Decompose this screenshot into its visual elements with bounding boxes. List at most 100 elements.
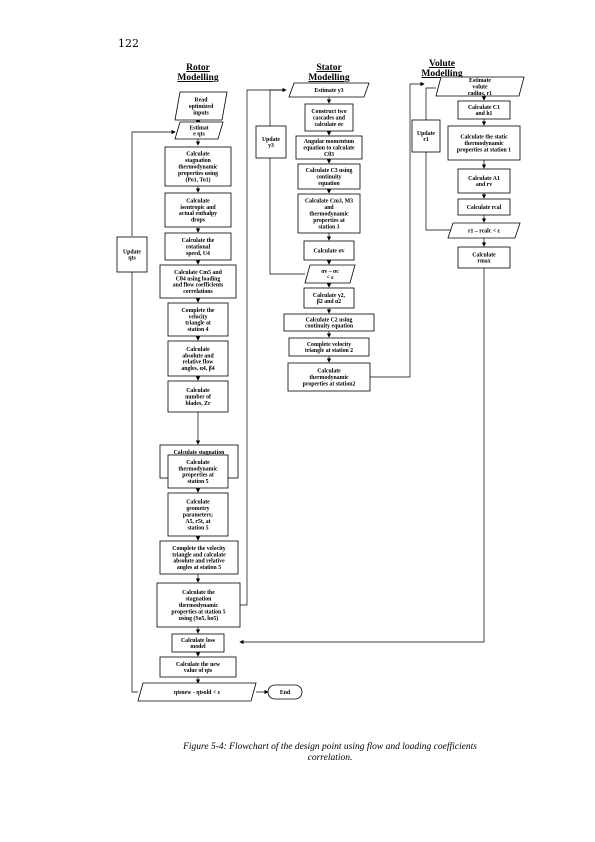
node-volute-a1-text: and rv bbox=[476, 182, 492, 188]
node-volute-update-text: Update bbox=[417, 131, 435, 137]
node-rotor-cm5-text: Calculate Cm5 and bbox=[174, 270, 222, 276]
node-rotor-geometry-text: geometry bbox=[186, 506, 209, 512]
node-stator-sigma-text: Calculate σv bbox=[313, 249, 344, 255]
node-rotor-isentropic-text: drops bbox=[191, 218, 206, 224]
node-rotor-stagnation-1-text: thermodynamic bbox=[178, 165, 218, 171]
node-stator-y2: Calculate y2,β2 and α2 bbox=[303, 287, 355, 309]
node-rotor-angles-4-text: relative flow bbox=[183, 360, 214, 366]
node-rotor-rotational-shape bbox=[164, 232, 232, 261]
node-rotor-new-eta-shape bbox=[159, 656, 237, 678]
node-rotor-isentropic-shape bbox=[164, 192, 232, 228]
caption-line-1: Figure 5-4: Flowchart of the design poin… bbox=[183, 742, 477, 752]
node-stator-thermo-2-text: properties at station2 bbox=[303, 381, 356, 387]
node-rotor-blades-text: blades, Zr bbox=[185, 401, 211, 407]
node-rotor-blades-text: Calculate bbox=[186, 388, 210, 394]
node-volute-update-shape bbox=[411, 119, 441, 153]
node-stator-angular-text: Cθ3 bbox=[324, 152, 334, 158]
node-volute-rmax-text: Calculate bbox=[472, 252, 496, 258]
node-rotor-stagnation-5-text: stagnation bbox=[186, 597, 213, 603]
node-volute-rcal-text: Calculate rcal bbox=[467, 205, 502, 211]
node-volute-update-text: r1 bbox=[423, 137, 429, 143]
node-stator-check-text: < ε bbox=[326, 275, 334, 281]
node-volute-c1-text: Calculate C1 bbox=[468, 105, 500, 111]
node-volute-rmax-shape bbox=[457, 246, 511, 269]
node-rotor-stagnation-5-text: Calculate the bbox=[182, 590, 215, 596]
node-stator-cm3-text: thermodynamic bbox=[309, 212, 349, 218]
node-stator-cascades-text: Construct two bbox=[311, 109, 346, 115]
node-rotor-angles-4-shape bbox=[167, 340, 229, 377]
node-volute-static-1-text: Calculate the static bbox=[460, 135, 508, 141]
node-rotor-end-shape bbox=[267, 684, 303, 700]
node-rotor-cm5-shape bbox=[159, 264, 237, 299]
node-volute-check-shape bbox=[447, 222, 521, 239]
node-rotor-geometry-text: Calculate bbox=[186, 500, 210, 506]
heading-stator-2: Modelling bbox=[308, 73, 349, 83]
page-number: 122 bbox=[118, 37, 139, 50]
node-rotor-convergence-text: ηtsnew - ηtsold < ε bbox=[174, 690, 221, 696]
node-rotor-angles-4-text: angles, α4, β4 bbox=[181, 366, 214, 372]
node-rotor-rotational-text: Calculate the bbox=[182, 238, 215, 244]
node-stator-c3-text: Calculate C3 using bbox=[306, 168, 353, 174]
node-rotor-update-text: Update bbox=[123, 249, 141, 255]
node-stator-thermo-2-text: Calculate bbox=[317, 369, 341, 375]
node-volute-estimate-r1-text: radius, r1 bbox=[468, 91, 492, 97]
node-stator-y2-shape bbox=[303, 287, 355, 309]
node-rotor-velocity-4-shape bbox=[167, 302, 229, 337]
node-rotor-stagnation-1-shape bbox=[164, 146, 232, 187]
node-stator-cm3-text: Calculate Cm3, M3 bbox=[305, 199, 353, 205]
node-volute-rcal-shape bbox=[457, 198, 511, 216]
node-rotor-geometry-text: station 5 bbox=[187, 525, 208, 531]
heading-volute-1: Volute bbox=[429, 59, 455, 69]
node-stator-angular-text: equation to calculate bbox=[303, 146, 355, 152]
node-stator-sigma-shape bbox=[303, 240, 355, 261]
node-volute-rcal: Calculate rcal bbox=[457, 198, 511, 216]
node-rotor-thermo-5-text: Calculate bbox=[186, 460, 210, 466]
node-rotor-isentropic-text: Calculate bbox=[186, 198, 210, 204]
node-rotor-update-shape bbox=[116, 236, 148, 273]
node-rotor-read-inputs-text: Read bbox=[195, 98, 209, 104]
node-rotor-angles-4-text: absolute and bbox=[182, 353, 214, 359]
node-rotor-read-inputs-text: optimized bbox=[189, 104, 214, 110]
node-rotor-stagnation-1-text: properties using bbox=[178, 171, 218, 177]
node-rotor-velocity-4-text: velocity bbox=[189, 314, 208, 320]
node-stator-thermo-2-text: thermodynamic bbox=[309, 375, 349, 381]
node-volute-estimate-r1-text: Estimate bbox=[469, 78, 491, 84]
node-rotor-loss-model-text: model bbox=[190, 644, 206, 650]
node-stator-update-text: y3 bbox=[268, 143, 274, 149]
node-rotor-velocity-5-shape bbox=[159, 540, 239, 575]
node-stator-velocity-2-text: Complete velocity bbox=[307, 342, 351, 348]
node-rotor-velocity-5-text: triangle and calculate bbox=[172, 552, 226, 558]
node-rotor-cm5-text: and flow coefficients bbox=[173, 283, 224, 289]
node-stator-cm3: Calculate Cm3, M3andthermodynamicpropert… bbox=[297, 193, 361, 234]
node-rotor-rotational-text: rotational bbox=[186, 245, 211, 251]
node-rotor-read-inputs-text: inputs bbox=[193, 110, 209, 116]
node-rotor-estimate-eta: Estimate ηts bbox=[174, 121, 224, 140]
node-rotor-geometry-text: A5, r5t, at bbox=[185, 519, 210, 525]
node-volute-static-1-text: properties at station 1 bbox=[457, 147, 511, 153]
node-rotor-new-eta-text: value of ηts bbox=[184, 668, 213, 674]
node-stator-thermo-2-shape bbox=[287, 362, 371, 392]
node-rotor-new-eta-text: Calculate the new bbox=[176, 662, 221, 668]
node-stator-c3-text: continuity bbox=[316, 175, 341, 181]
node-stator-angular-shape bbox=[295, 135, 363, 160]
node-rotor-thermo-5-shape bbox=[167, 454, 229, 489]
node-stator-sigma: Calculate σv bbox=[303, 240, 355, 261]
node-stator-c3-text: equation bbox=[318, 181, 340, 187]
